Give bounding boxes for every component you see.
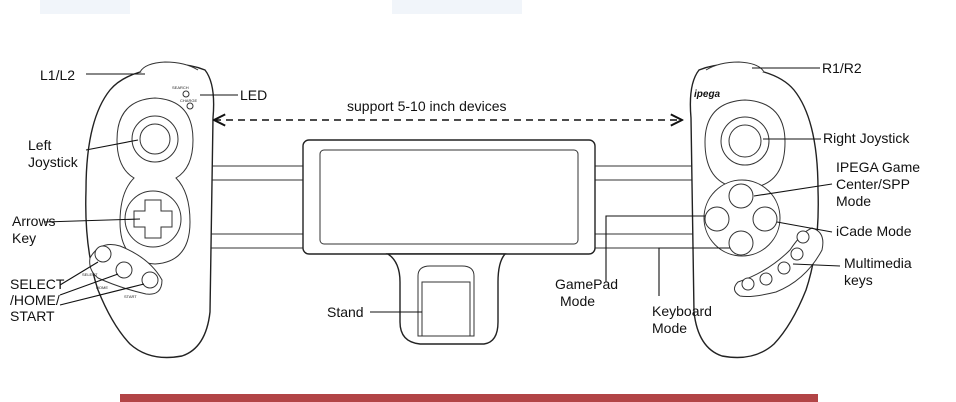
face-buttons [703, 179, 781, 257]
stand-label: Stand [327, 304, 364, 320]
ipega-game-center-label-line2: Center/SPP [836, 176, 910, 192]
ipega-game-center-label-line3: Mode [836, 193, 871, 209]
brand-logo: ipega [694, 89, 721, 100]
select-small-label: SELECT [82, 272, 98, 277]
select-home-start-label-line1: SELECT [10, 276, 65, 292]
keyboard-mode-label-line1: Keyboard [652, 303, 712, 319]
arrows-key-label-line2: Key [12, 230, 36, 246]
select-home-start-label-line3: START [10, 308, 55, 324]
multimedia-keys-cluster [734, 227, 824, 297]
device-holder [302, 139, 596, 255]
select-home-start-buttons: SELECT HOME START [82, 244, 163, 299]
multimedia-keys-label-line2: keys [844, 272, 873, 288]
right-joystick [704, 99, 786, 187]
search-small-label: SEARCH [172, 85, 189, 90]
stand [385, 253, 507, 345]
right-joystick-label: Right Joystick [823, 130, 910, 146]
select-home-start-label-line2: /HOME/ [10, 292, 60, 308]
left-joystick-label-line2: Joystick [28, 154, 79, 170]
keyboard-mode-label-line2: Mode [652, 320, 687, 336]
leader-lines [43, 67, 841, 313]
top-fade-left [40, 0, 130, 14]
bottom-banner-bar [120, 394, 818, 402]
top-fade-center [392, 0, 522, 14]
r1-r2-label: R1/R2 [822, 60, 862, 76]
support-label: support 5-10 inch devices [347, 98, 507, 114]
multimedia-keys-label-line1: Multimedia [844, 255, 912, 271]
ipega-game-center-label-line1: IPEGA Game [836, 159, 920, 175]
left-joystick-label-line1: Left [28, 137, 51, 153]
charge-small-label: CHARGE [180, 98, 197, 103]
led-indicators: SEARCH CHARGE [172, 85, 197, 110]
start-small-label: START [124, 294, 137, 299]
arrows-key-label-line1: Arrows [12, 213, 56, 229]
arrows-key [124, 190, 182, 248]
l1-l2-label: L1/L2 [40, 67, 75, 83]
gamepad-mode-label-line2: Mode [560, 293, 595, 309]
gamepad-mode-label-line1: GamePad [555, 276, 618, 292]
icade-mode-label: iCade Mode [836, 223, 912, 239]
led-label: LED [240, 87, 267, 103]
home-small-label: HOME [96, 285, 108, 290]
